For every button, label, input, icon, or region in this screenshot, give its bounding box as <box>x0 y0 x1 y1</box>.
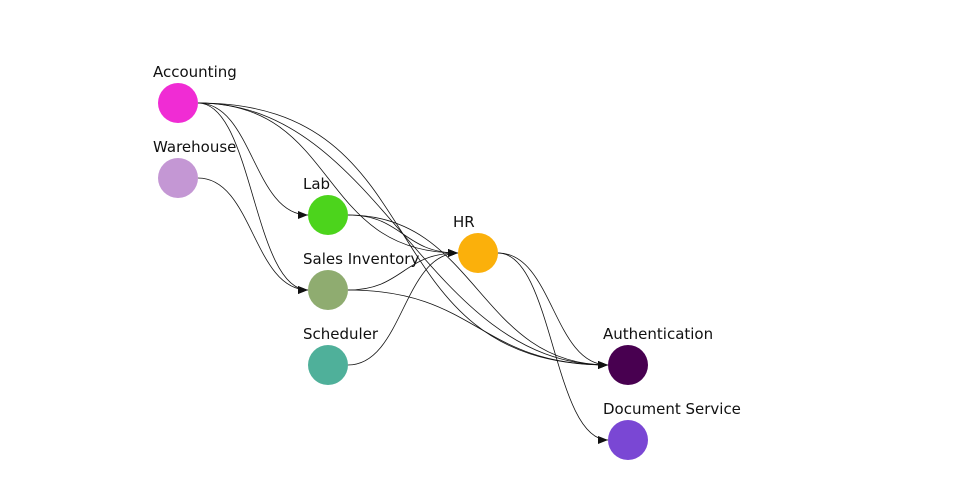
edge-hr-to-document_service <box>497 252 609 444</box>
node-label: Lab <box>303 175 330 193</box>
node-authentication[interactable]: Authentication <box>603 325 713 385</box>
edge-sales_inventory-to-authentication <box>347 289 609 369</box>
node-sales-inventory[interactable]: Sales Inventory <box>303 250 419 310</box>
node-label: Document Service <box>603 400 741 418</box>
node-lab[interactable]: Lab <box>303 175 348 235</box>
node-label: Sales Inventory <box>303 250 419 268</box>
node-label: Authentication <box>603 325 713 343</box>
node-scheduler[interactable]: Scheduler <box>303 325 379 385</box>
edge-sales_inventory-to-hr <box>347 249 459 291</box>
node-circle[interactable] <box>608 420 648 460</box>
node-label: Accounting <box>153 63 237 81</box>
node-label: HR <box>453 213 475 231</box>
edges-layer <box>197 102 609 444</box>
node-document-service[interactable]: Document Service <box>603 400 741 460</box>
node-label: Warehouse <box>153 138 236 156</box>
edge-scheduler-to-hr <box>347 249 459 366</box>
node-circle[interactable] <box>458 233 498 273</box>
edge-lab-to-hr <box>347 214 459 257</box>
node-circle[interactable] <box>158 158 198 198</box>
node-circle[interactable] <box>308 345 348 385</box>
node-warehouse[interactable]: Warehouse <box>153 138 236 198</box>
node-circle[interactable] <box>308 195 348 235</box>
node-circle[interactable] <box>308 270 348 310</box>
edge-accounting-to-hr <box>197 102 459 257</box>
node-accounting[interactable]: Accounting <box>153 63 237 123</box>
node-circle[interactable] <box>158 83 198 123</box>
edge-accounting-to-lab <box>197 102 309 219</box>
node-hr[interactable]: HR <box>453 213 498 273</box>
edge-warehouse-to-sales_inventory <box>197 177 309 294</box>
edge-lab-to-authentication <box>347 214 609 369</box>
edge-hr-to-authentication <box>497 252 609 369</box>
edge-accounting-to-sales_inventory <box>197 102 309 294</box>
node-circle[interactable] <box>608 345 648 385</box>
node-label: Scheduler <box>303 325 379 343</box>
